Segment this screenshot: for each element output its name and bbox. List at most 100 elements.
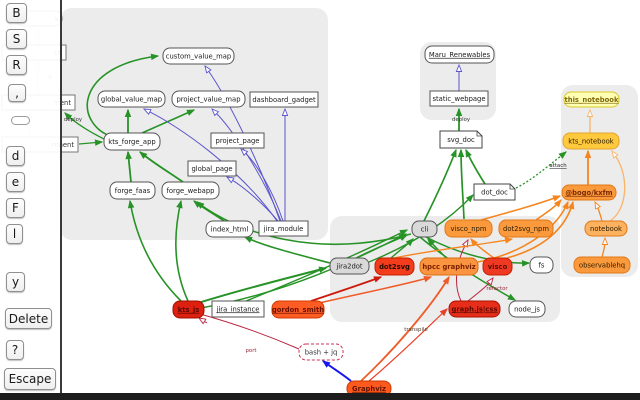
edge-label-refactor: refactor xyxy=(486,286,508,292)
cluster-0 xyxy=(60,8,328,240)
node-jira2dot[interactable]: jira2dot xyxy=(329,257,370,275)
node-label-jira-instance: jira_instance xyxy=(216,305,260,313)
node-kts-js[interactable]: kts_js xyxy=(172,300,205,319)
node-dot-doc[interactable]: dot_doc xyxy=(473,183,516,201)
key-comma[interactable]: , xyxy=(8,84,26,102)
edge-forge-faas-kts-forge-app xyxy=(125,150,132,183)
node-dot2svg[interactable]: dot2svg xyxy=(374,257,415,276)
node-graph-js-css[interactable]: graph.js|css xyxy=(448,300,501,318)
node-global-page[interactable]: global_page xyxy=(187,160,237,177)
node-label-gordon-smith: gordon_smith xyxy=(272,306,324,314)
node-label-notebook: notebook xyxy=(590,225,622,233)
key-e[interactable]: e xyxy=(6,172,25,192)
edge-jira-module-project-page xyxy=(240,148,284,222)
edge-jira-module-global-value-map xyxy=(142,108,278,222)
node-bogo-kxfm[interactable]: @bogo/kxfm xyxy=(561,184,617,201)
node-label-global-value-map: global_value_map xyxy=(101,95,162,103)
edge-label-deploy: deploy xyxy=(452,117,471,123)
edge-static-webpage-maru-renewables xyxy=(455,63,463,91)
node-label-dashboard-gadget: dashboard_gadget xyxy=(252,96,316,104)
node-label-cli: cli xyxy=(421,225,429,233)
node-kts-notebook[interactable]: kts_notebook xyxy=(562,132,620,150)
node-label-graphviz: Graphviz xyxy=(352,385,386,393)
edge-kts-forge-app-custom-value-map xyxy=(86,53,160,138)
edge-jira-module-dashboard-gadget xyxy=(281,107,289,221)
key-l[interactable]: l xyxy=(6,224,23,244)
node-graphviz[interactable]: Graphviz xyxy=(346,380,392,397)
edge-visco-bogo-kxfm xyxy=(506,200,575,259)
node-label-jira-module: jira_module xyxy=(263,225,304,233)
edge-kts-notebook-this-notebook xyxy=(586,108,594,133)
node-label-kts-forge-app: kts_forge_app xyxy=(108,138,155,146)
edge-label-transpile: transpile xyxy=(404,327,428,333)
node-project-page[interactable]: project_page xyxy=(210,132,265,149)
key-f[interactable]: F xyxy=(6,198,25,218)
node-this-notebook[interactable]: this_notebook xyxy=(563,91,620,108)
edge-kts-js-forge-faas xyxy=(127,199,182,302)
edge-cli-svg-doc xyxy=(423,148,457,222)
node-static-webpage[interactable]: static_webpage xyxy=(429,90,489,107)
node-label-dot2svg: dot2svg xyxy=(379,263,410,271)
node-label-bash-jq: bash + jq xyxy=(305,348,338,356)
node-kts-forge-app[interactable]: kts_forge_app xyxy=(103,132,161,151)
edge-visco-npm-bogo-kxfm xyxy=(480,195,562,221)
node-visco[interactable]: visco xyxy=(482,257,513,276)
node-global-value-map[interactable]: global_value_map xyxy=(97,90,166,108)
node-visco-npm[interactable]: visco_npm xyxy=(444,219,493,238)
edge-notebook-kts-notebook xyxy=(609,150,626,222)
edge-jira-module-global-page xyxy=(225,176,279,222)
node-observablehq[interactable]: observablehq xyxy=(573,256,631,274)
node-cli[interactable]: cli xyxy=(411,220,438,238)
bottom-bar xyxy=(0,393,640,400)
edge-label-port: port xyxy=(245,348,256,354)
edge-cli-fs xyxy=(425,236,531,267)
node-label-svg-doc: svg_doc xyxy=(447,136,475,144)
node-label-bogo-kxfm: @bogo/kxfm xyxy=(565,189,612,197)
node-forge-webapp[interactable]: forge_webapp xyxy=(161,181,220,200)
node-gordon-smith[interactable]: gordon_smith xyxy=(271,300,325,319)
node-label-custom-value-map: custom_value_map xyxy=(166,52,232,60)
node-maru-renewables[interactable]: Maru_Renewables xyxy=(424,45,495,64)
node-label-index-html: index_html xyxy=(211,225,249,233)
edge-graphviz-hpcc-graphviz xyxy=(360,275,450,382)
node-forge-faas[interactable]: forge_faas xyxy=(109,181,156,200)
edge-graphviz-graph-js-css xyxy=(368,308,448,382)
edge-jira2dot-index-html xyxy=(243,236,331,264)
node-hpcc-graphviz[interactable]: hpcc graphviz xyxy=(419,257,479,276)
node-label-observablehq: observablehq xyxy=(579,261,625,269)
node-label-hidden-ment: ment xyxy=(53,99,71,107)
edge-bogo-kxfm-kts-notebook xyxy=(584,149,592,185)
node-fs[interactable]: fs xyxy=(529,256,554,274)
node-index-html[interactable]: index_html xyxy=(205,220,254,238)
key-b[interactable]: B xyxy=(6,3,27,23)
node-project-value-map[interactable]: project_value_map xyxy=(171,90,246,108)
key-y[interactable]: y xyxy=(6,272,25,292)
node-dot2svg-npm[interactable]: dot2svg_npm xyxy=(498,219,554,238)
node-svg-doc[interactable]: svg_doc xyxy=(439,130,483,149)
edge-dot2svg-dot2svg-npm xyxy=(393,237,514,259)
edge-hidden-nment-kts-forge-app xyxy=(78,139,104,146)
node-jira-module[interactable]: jira_module xyxy=(258,220,309,237)
edge-kts-js-jira2dot xyxy=(197,266,328,304)
node-dashboard-gadget[interactable]: dashboard_gadget xyxy=(249,91,319,108)
edge-label-attach: attach xyxy=(549,163,566,169)
key-pill[interactable] xyxy=(11,116,30,125)
node-custom-value-map[interactable]: custom_value_map xyxy=(162,47,235,65)
edge-visco-npm-svg-doc xyxy=(457,148,465,220)
node-jira-instance[interactable]: jira_instance xyxy=(211,300,265,318)
node-label-kts-notebook: kts_notebook xyxy=(568,137,613,145)
key-s[interactable]: S xyxy=(6,29,27,49)
key-d[interactable]: d xyxy=(6,146,25,166)
node-node-js[interactable]: node_js xyxy=(508,300,546,318)
edge-gordon-smith-dot2svg xyxy=(310,276,383,302)
key-r[interactable]: R xyxy=(6,55,27,75)
key-delete[interactable]: Delete xyxy=(5,308,52,329)
node-bash-jq[interactable]: bash + jq xyxy=(298,343,344,361)
edge-forge-webapp-kts-forge-app xyxy=(139,151,184,183)
node-notebook[interactable]: notebook xyxy=(584,220,628,237)
node-label-kts-js: kts_js xyxy=(178,306,200,314)
key-question[interactable]: ? xyxy=(6,340,24,360)
key-escape[interactable]: Escape xyxy=(4,368,56,390)
node-label-maru-renewables: Maru_Renewables xyxy=(429,51,491,59)
